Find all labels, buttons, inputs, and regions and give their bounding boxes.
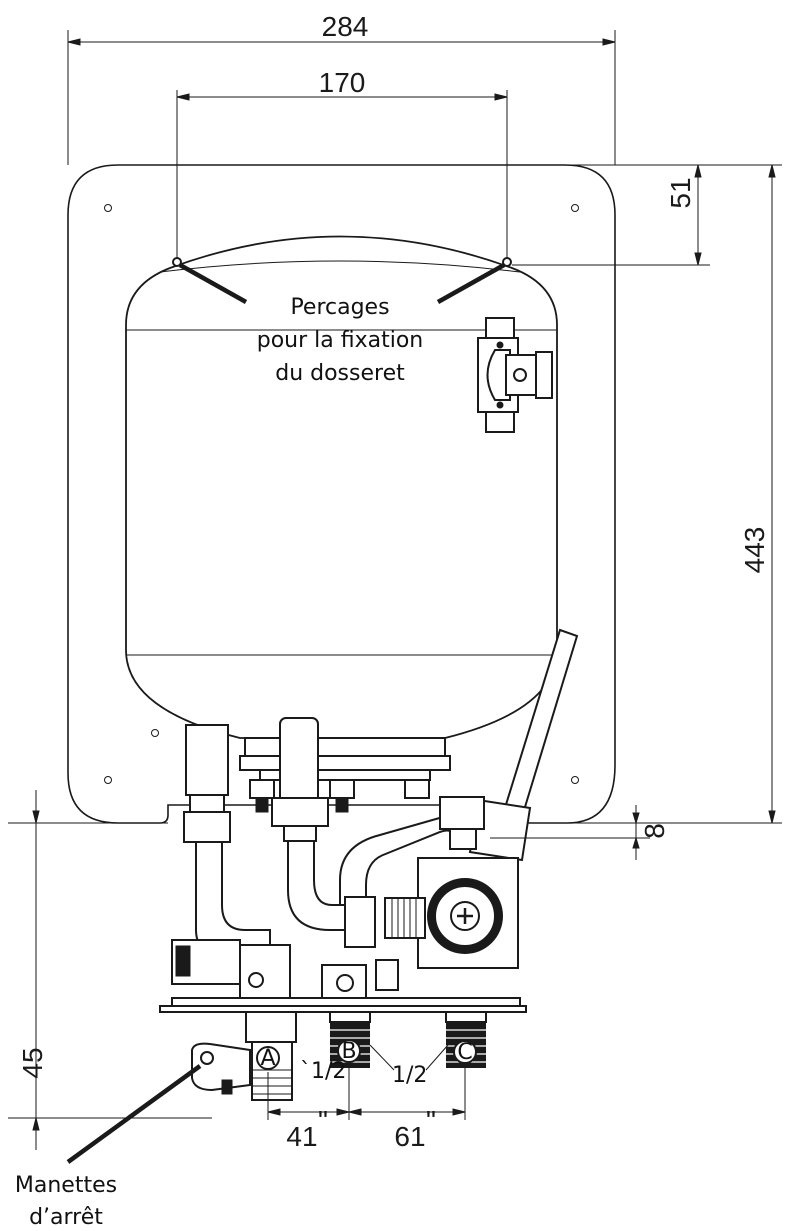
dim-overall-height: 443 [739, 527, 770, 574]
valve-handle-icon [191, 1042, 251, 1095]
fixing-note-line1: Percages [290, 295, 389, 320]
shutoff-leader [66, 1064, 202, 1164]
fixing-leader-left [178, 263, 248, 304]
shutoff-note-line2: d’arrêt [29, 1205, 103, 1230]
dim-valve-height: 45 [17, 1047, 48, 1078]
thread-note-b: `1/2 [300, 1059, 346, 1084]
tank-flange [244, 737, 446, 757]
dim-overall-width: 284 [322, 11, 369, 42]
dim-a-to-b-inch: " [318, 1105, 328, 1136]
fixing-note-line3: du dosseret [275, 361, 405, 386]
pressure-gauge-icon [427, 878, 503, 954]
fixing-leader-right [436, 263, 506, 304]
fixing-hole-right [502, 257, 512, 267]
fixing-hole-left [172, 257, 182, 267]
connection-c-label: C [457, 1040, 472, 1065]
mounting-hole-icon [104, 776, 112, 784]
fixing-note-line2: pour la fixation [257, 328, 424, 353]
dim-b-to-c: 61 [394, 1121, 425, 1152]
mounting-hole-icon [571, 204, 579, 212]
base-plate [171, 997, 521, 1007]
thermostat-icon [477, 317, 553, 433]
connection-a-label: A [260, 1046, 275, 1071]
mounting-hole-icon [151, 729, 159, 737]
dim-a-to-b: 41 [286, 1121, 317, 1152]
dim-bottom-offset: 8 [639, 823, 670, 839]
mounting-hole-icon [571, 776, 579, 784]
thread-note-c: 1/2 [392, 1063, 427, 1088]
dim-b-to-c-inch: " [426, 1105, 436, 1136]
mounting-hole-icon [104, 204, 112, 212]
dim-fixing-spacing: 170 [319, 67, 366, 98]
connection-b-label: B [341, 1039, 356, 1064]
dim-top-to-fixing: 51 [665, 177, 696, 208]
shutoff-note-line1: Manettes [15, 1173, 117, 1198]
